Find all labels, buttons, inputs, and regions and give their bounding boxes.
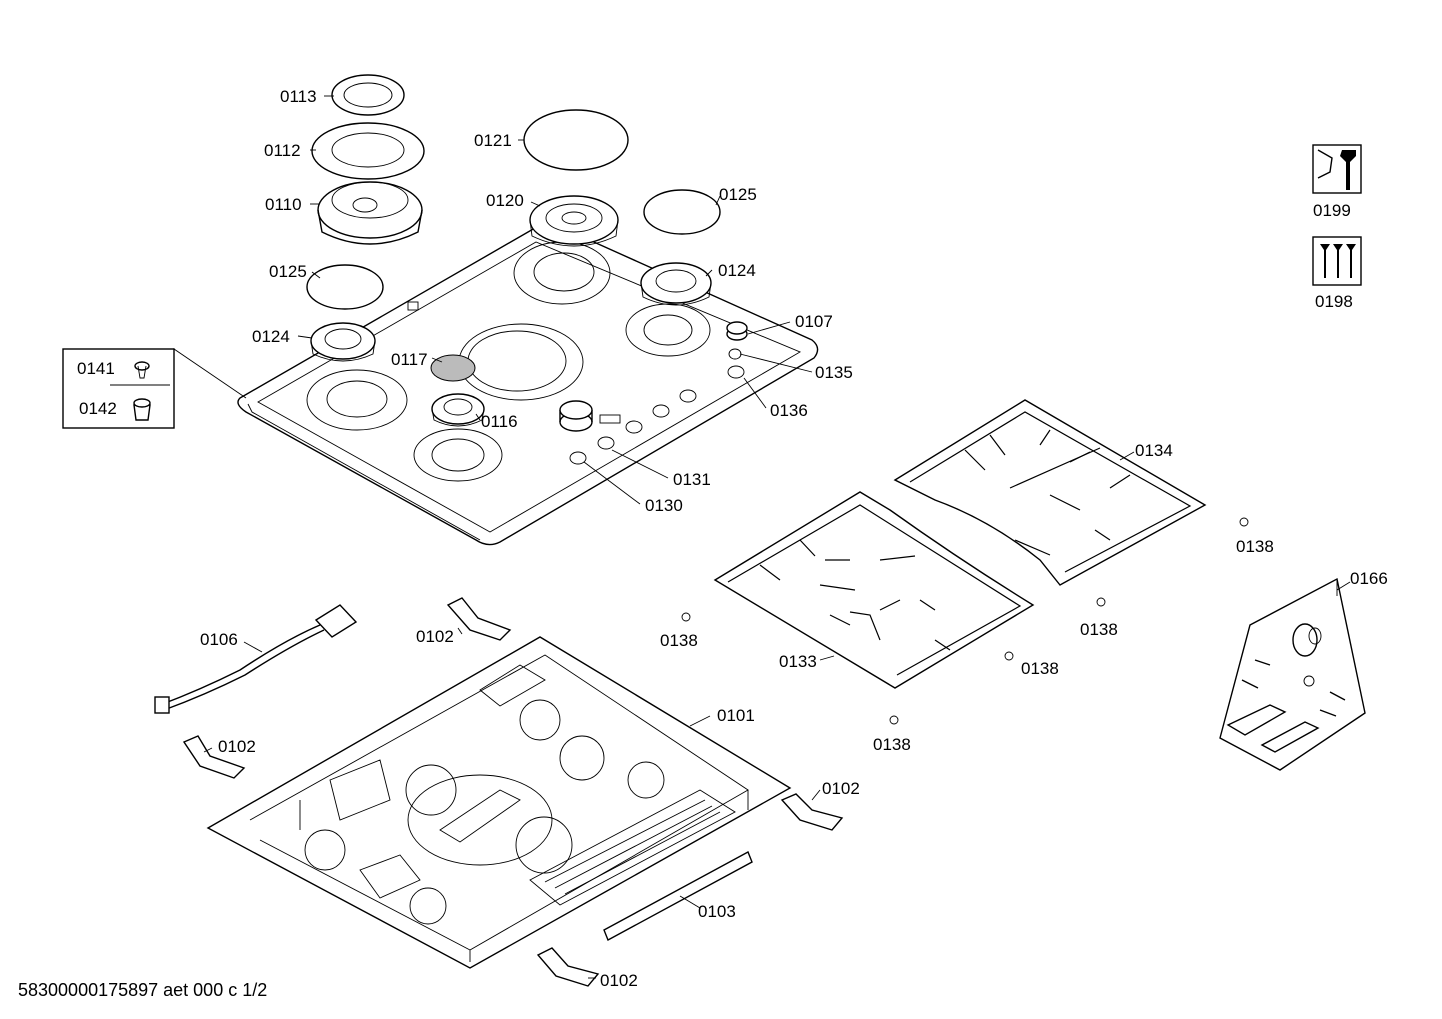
label-0113: 0113 [280, 87, 317, 106]
label-0138-e: 0138 [873, 735, 911, 754]
pan-support-0134 [893, 399, 1207, 586]
label-0130: 0130 [645, 496, 683, 515]
base-tray-0101 [206, 636, 792, 969]
part-labels: 0113 0112 0110 0121 0120 0125 0125 0124 … [77, 87, 1388, 990]
burner-0116 [431, 393, 485, 427]
label-0133: 0133 [779, 652, 817, 671]
bracket-0102-right [780, 793, 844, 831]
label-0121: 0121 [474, 131, 512, 150]
pan-support-0133 [713, 491, 1035, 689]
flame-spreader-0112 [311, 122, 425, 180]
leader-lines-bottom [203, 451, 1351, 979]
label-0124-right: 0124 [718, 261, 756, 280]
label-0134: 0134 [1135, 441, 1173, 460]
label-0138-d: 0138 [1021, 659, 1059, 678]
mesh-0117 [430, 354, 476, 382]
label-0125-left: 0125 [269, 262, 307, 281]
knob-0107 [726, 321, 748, 341]
label-0199: 0199 [1313, 201, 1351, 220]
label-0141: 0141 [77, 359, 115, 378]
seal-strip-0103 [603, 851, 753, 941]
burner-cap-0121 [523, 109, 629, 171]
burner-cap-0113 [331, 74, 405, 116]
bracket-0102-top [446, 597, 512, 641]
label-0102-top: 0102 [416, 627, 454, 646]
label-0138-c: 0138 [1080, 620, 1118, 639]
label-0125-right: 0125 [719, 185, 757, 204]
label-0120: 0120 [486, 191, 524, 210]
label-0107: 0107 [795, 312, 833, 331]
label-0112: 0112 [264, 141, 301, 160]
label-0131: 0131 [673, 470, 711, 489]
label-0142: 0142 [79, 399, 117, 418]
label-0116: 0116 [481, 412, 518, 431]
label-0106: 0106 [200, 630, 238, 649]
label-0102-bottom: 0102 [600, 971, 638, 990]
label-0102-left: 0102 [218, 737, 256, 756]
knob-0131 [559, 400, 593, 432]
accessory-bag-0166 [1219, 577, 1366, 771]
mains-cable-0106 [154, 604, 358, 714]
burner-0124-left [310, 322, 376, 362]
tool-icon-0198 [1312, 236, 1362, 286]
burner-0120 [529, 195, 619, 247]
label-0138-b: 0138 [660, 631, 698, 650]
label-0136: 0136 [770, 401, 808, 420]
burner-0124-right [640, 262, 712, 306]
document-id-footer: 58300000175897 aet 000 c 1/2 [18, 980, 268, 1000]
label-0103: 0103 [698, 902, 736, 921]
label-0101: 0101 [717, 706, 755, 725]
label-0102-right: 0102 [822, 779, 860, 798]
burner-base-0110 [317, 181, 423, 245]
label-0117: 0117 [391, 350, 428, 369]
label-0166: 0166 [1350, 569, 1388, 588]
tool-icon-0199 [1312, 144, 1362, 194]
rubber-feet-0138 [681, 517, 1249, 725]
burner-cap-0125-left [306, 264, 384, 310]
label-0198: 0198 [1315, 292, 1353, 311]
label-0135: 0135 [815, 363, 853, 382]
label-0110: 0110 [265, 195, 302, 214]
inset-box-fasteners [62, 348, 247, 429]
label-0138-a: 0138 [1236, 537, 1274, 556]
burner-cap-0125-right [643, 189, 721, 235]
leader-lines-top [297, 95, 813, 505]
bracket-0102-left [182, 735, 246, 779]
bracket-0102-bottom [536, 947, 600, 987]
label-0124-left: 0124 [252, 327, 290, 346]
